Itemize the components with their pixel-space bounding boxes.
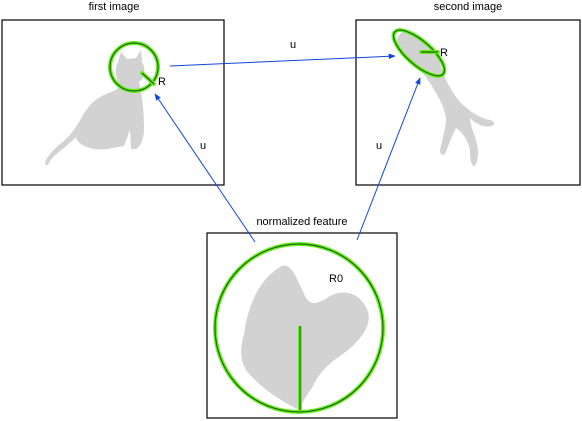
- cat-silhouette-leaping: [397, 31, 495, 167]
- normalized-feature-panel: normalized feature R0: [206, 216, 398, 419]
- normalized-blob: [241, 265, 369, 410]
- radius-label-first: R: [158, 76, 166, 88]
- normalized-circle-inner: [214, 243, 384, 413]
- radius-label-second: R: [440, 47, 448, 59]
- region-circle-inner: [109, 42, 159, 92]
- arrow-first-to-second: [169, 53, 396, 67]
- arrow-label-right: u: [376, 140, 382, 152]
- normalized-feature-title: normalized feature: [256, 216, 347, 228]
- first-image-title: first image: [89, 1, 140, 13]
- radius-label-normalized: R0: [329, 273, 343, 285]
- second-image-panel: second image R: [355, 1, 581, 186]
- first-image-panel: first image R: [1, 1, 225, 186]
- arrow-normalized-to-first: [154, 93, 256, 243]
- region-ellipse-inner: [392, 29, 446, 77]
- arrow-label-left: u: [200, 140, 206, 152]
- cat-silhouette-sitting: [45, 50, 145, 166]
- second-image-frame: [355, 19, 581, 186]
- arrow-label-top: u: [290, 39, 296, 51]
- radius-line-inner: [141, 72, 155, 85]
- second-image-title: second image: [434, 1, 503, 13]
- arrow-normalized-to-second: [356, 77, 421, 241]
- arrows: u u u: [154, 39, 421, 243]
